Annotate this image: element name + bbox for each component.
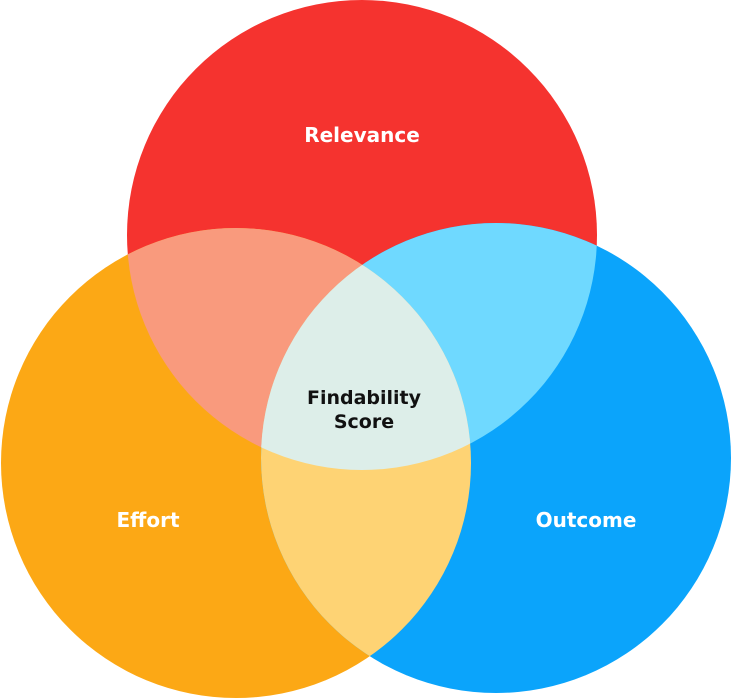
- center-label-line2: Score: [334, 411, 394, 433]
- center-label-line1: Findability: [307, 387, 422, 409]
- outcome-label: Outcome: [536, 508, 637, 532]
- center-overlap: [261, 228, 471, 470]
- effort-label: Effort: [116, 508, 179, 532]
- relevance-label: Relevance: [304, 123, 420, 147]
